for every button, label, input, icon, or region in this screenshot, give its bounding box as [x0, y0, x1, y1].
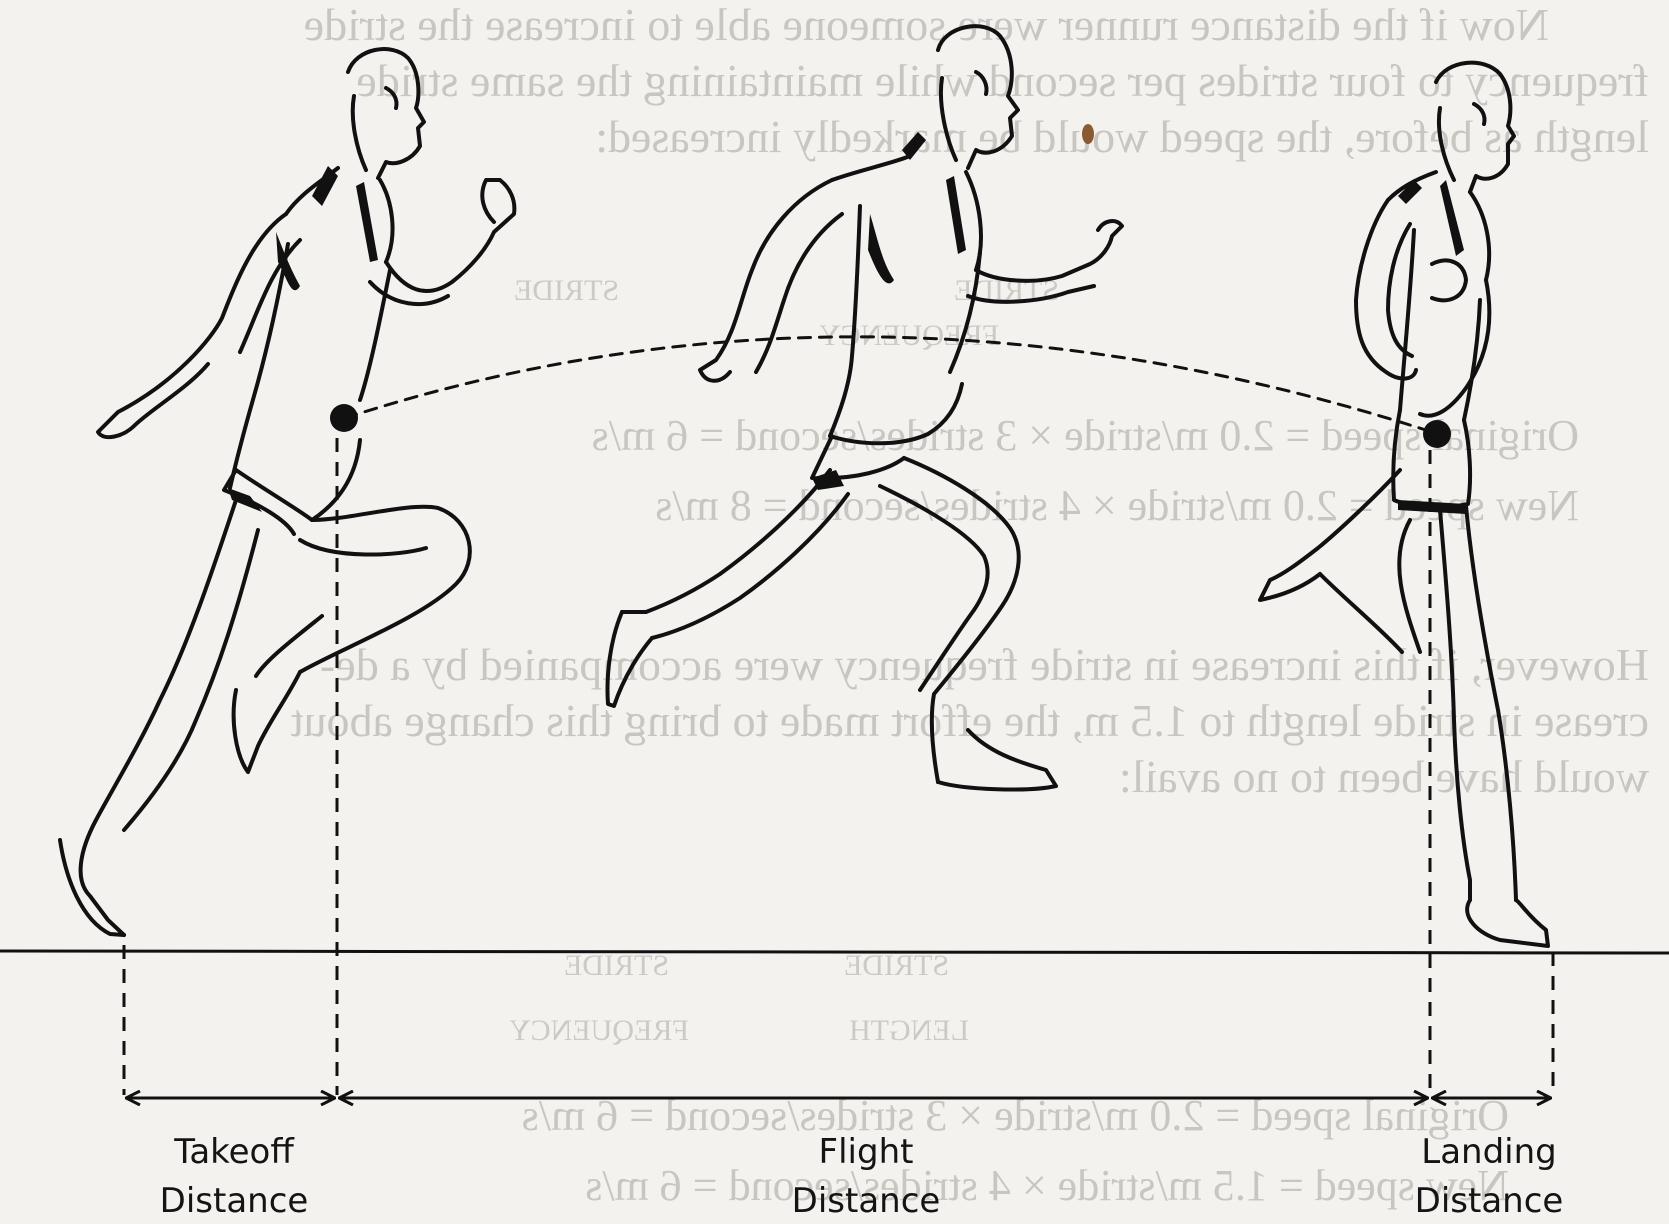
- landing-label-line1: Landing: [1421, 1132, 1557, 1172]
- bleed-line-3: length as before, the speed would be mar…: [595, 111, 1649, 162]
- bleed-col-4b: FREQUENCY: [509, 1014, 689, 1047]
- bleed-col-4: STRIDE: [564, 949, 669, 982]
- bleed-col-1: STRIDE: [514, 274, 619, 307]
- bleed-eq-4: New speed = 1.5 m/stride × 4 strides/sec…: [585, 1161, 1509, 1210]
- flight-label-line1: Flight: [819, 1132, 914, 1172]
- center-of-mass-takeoff: [330, 404, 358, 432]
- bleed-col-3: STRIDE: [844, 949, 949, 982]
- landing-label-line2: Distance: [1415, 1181, 1564, 1221]
- bleed-para-2: crease in stride length to 1.5 m, the ef…: [290, 695, 1649, 746]
- bleed-col-3b: LENGTH: [849, 1014, 969, 1047]
- runner-takeoff-icon: [60, 49, 514, 935]
- takeoff-label-line1: Takeoff: [173, 1132, 295, 1172]
- bleed-line-2: frequency to four strides per second whi…: [356, 55, 1649, 106]
- center-of-mass-landing: [1423, 420, 1451, 448]
- ink-smudge: [1082, 124, 1094, 144]
- takeoff-label-line2: Distance: [160, 1181, 309, 1221]
- bleed-line-1: Now if the distance runner were someone …: [304, 0, 1549, 50]
- ground-line: [0, 951, 1669, 953]
- bleed-para-3: would have been to no avail:: [1119, 751, 1649, 802]
- flight-label-line2: Distance: [792, 1181, 941, 1221]
